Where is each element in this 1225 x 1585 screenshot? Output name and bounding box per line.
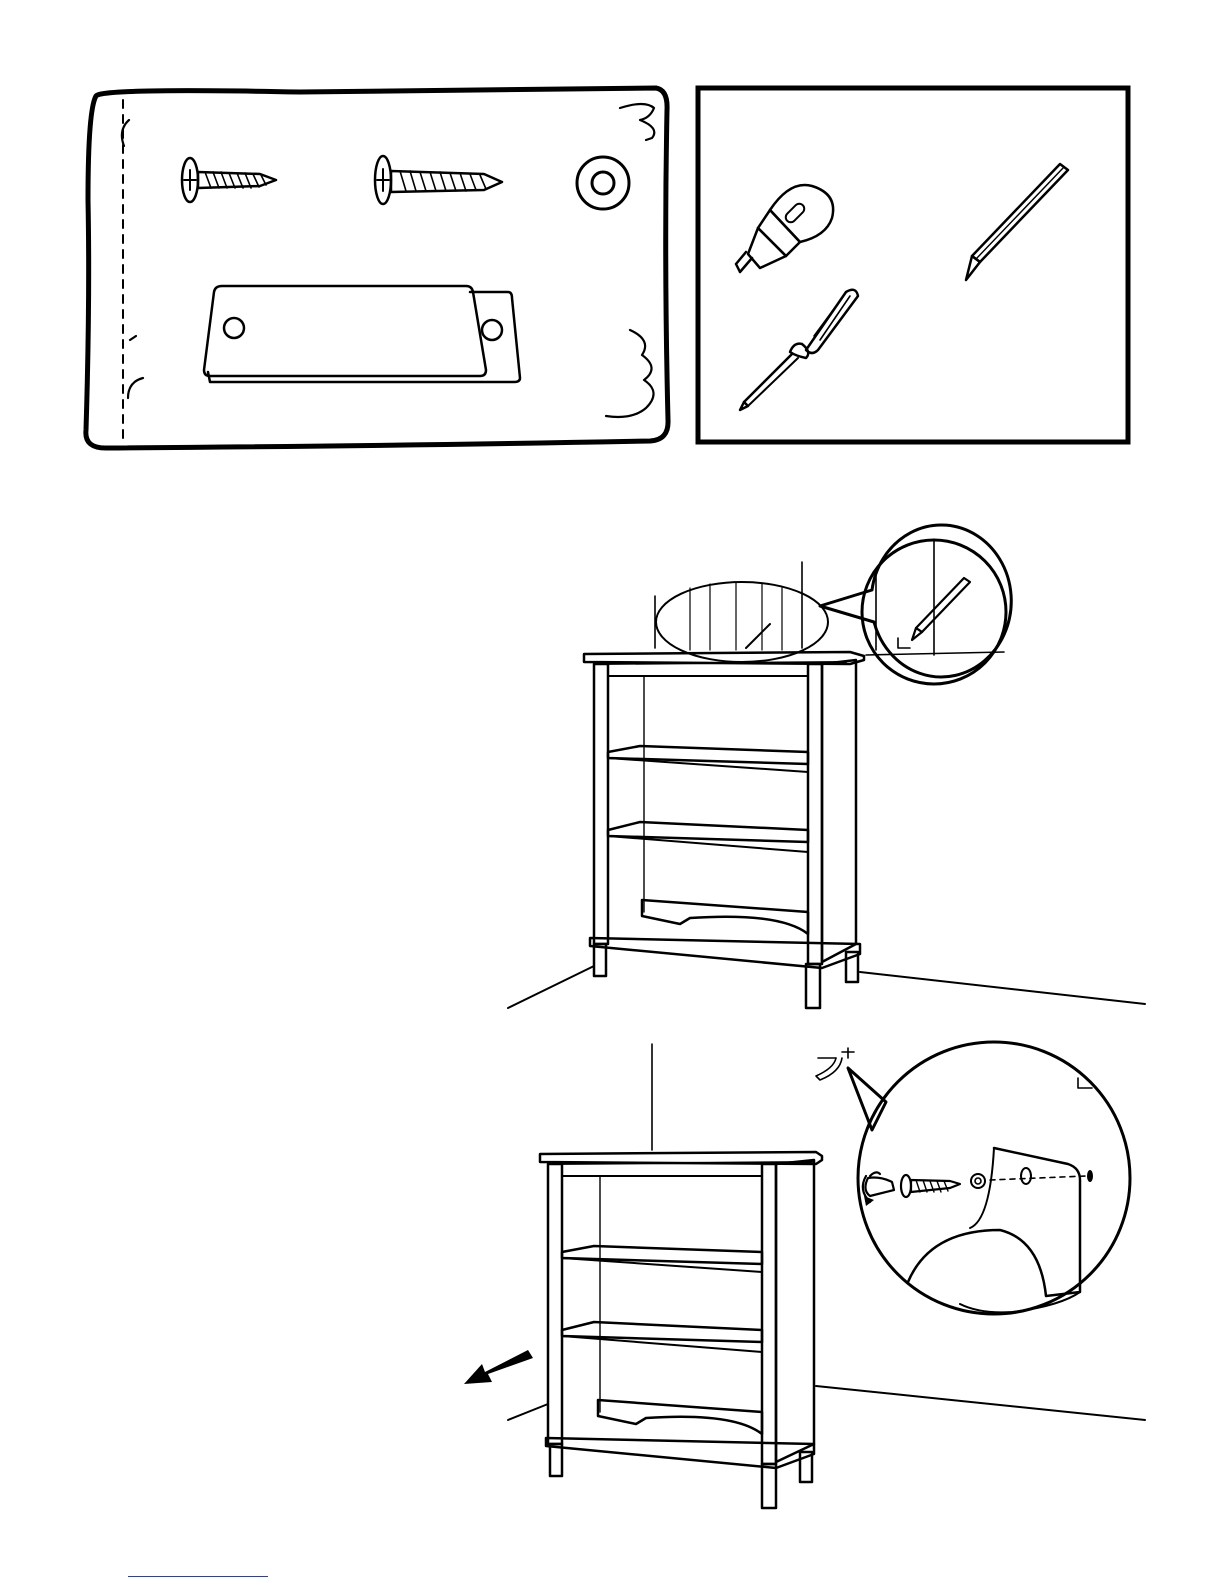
screw-bracket-detail-icon	[848, 1042, 1130, 1314]
tools-panel	[698, 88, 1128, 442]
wall-mark-oval	[655, 562, 828, 662]
flat-head-screw-long-icon	[375, 156, 502, 204]
mini-bracket-icon	[816, 1048, 854, 1080]
ratchet-screwdriver-icon	[736, 185, 833, 272]
phillips-screwdriver-icon	[740, 290, 858, 410]
pull-forward-arrow-icon	[464, 1350, 533, 1384]
attach-bracket-bookcase-illustration	[464, 1042, 1145, 1508]
flat-head-screw-short-icon	[182, 158, 276, 202]
hardware-panel	[86, 88, 668, 448]
mark-wall-bookcase-illustration	[508, 525, 1145, 1008]
washer-icon	[577, 157, 629, 209]
footer-link[interactable]	[128, 1568, 268, 1577]
pencil-icon	[966, 164, 1068, 280]
anti-tip-bracket-icon	[204, 286, 520, 382]
